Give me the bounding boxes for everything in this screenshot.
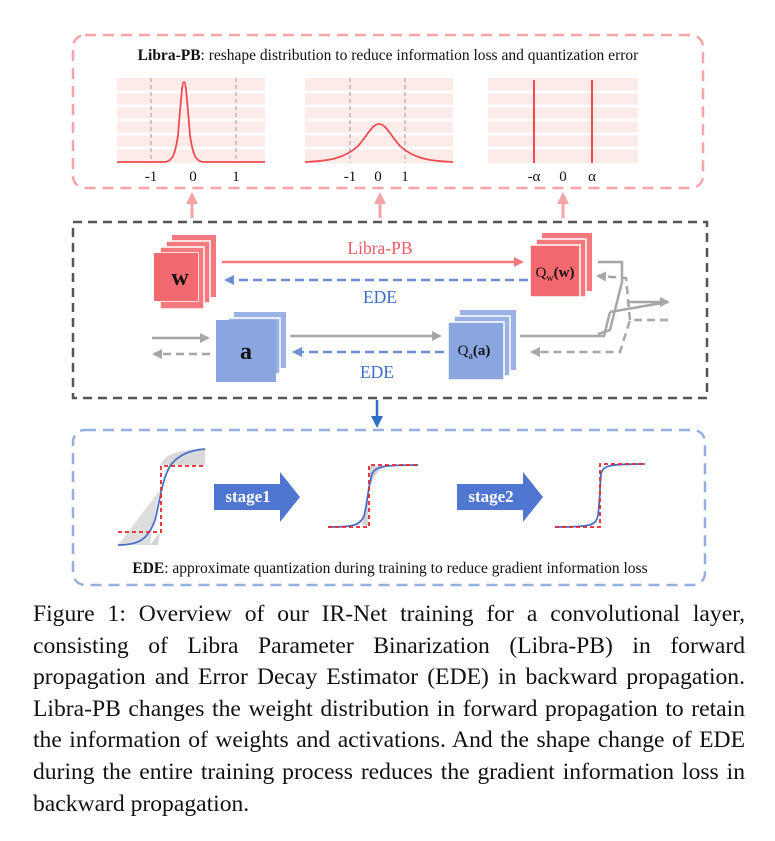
plot3-tick-neg-alpha: -α	[528, 169, 541, 185]
ede-curve-stage2	[554, 463, 646, 528]
libra-pb-arrow-label: Libra-PB	[347, 238, 412, 258]
ede-panel-border	[71, 428, 707, 587]
binarized-distribution-plot: -α 0 α	[488, 78, 638, 185]
weight-label: w	[171, 265, 189, 291]
weight-distribution-plot-original: -1 0 1	[117, 78, 265, 185]
output-backward-path	[530, 318, 668, 357]
qa-to-output-path	[520, 311, 612, 338]
conv-layer-panel: w Qw(w) a Qa(a) Libra-PB EDE	[71, 220, 709, 400]
stage1-label: stage1	[225, 487, 270, 506]
activation-tensor: a	[216, 312, 286, 382]
qw-label: Qw(w)	[536, 265, 575, 284]
libra-pb-title: Libra-PB: reshape distribution to reduce…	[138, 47, 639, 64]
weight-tensor: w	[153, 235, 216, 310]
plot1-tick-1: 1	[232, 169, 240, 185]
figure-caption: Figure 1: Overview of our IR-Net trainin…	[33, 601, 745, 817]
output-forward-path	[597, 260, 669, 336]
plot1-tick-neg1: -1	[145, 169, 158, 185]
libra-pb-title-rest: : reshape distribution to reduce informa…	[201, 47, 640, 64]
libra-pb-panel-border	[71, 33, 705, 190]
activation-label: a	[240, 339, 252, 365]
libra-pb-title-bold: Libra-PB	[138, 47, 201, 64]
output-backward-path-weights	[596, 271, 632, 321]
libra-pb-panel: Libra-PB: reshape distribution to reduce…	[71, 33, 705, 190]
ede-title-bold: EDE	[132, 560, 164, 577]
plot3-tick-0: 0	[559, 169, 567, 185]
balanced-distribution-curve	[304, 123, 454, 163]
plot2-tick-1: 1	[401, 169, 409, 185]
ede-label-weights: EDE	[363, 287, 397, 307]
stage1-arrow: stage1	[214, 472, 300, 522]
quantized-activation-tensor: Qa(a)	[447, 310, 516, 381]
plot2-tick-0: 0	[374, 169, 382, 185]
ede-curve-initial	[117, 448, 206, 546]
plot3-tick-alpha: α	[588, 169, 596, 185]
stage2-label: stage2	[468, 487, 513, 506]
ede-title: EDE: approximate quantization during tra…	[132, 560, 647, 577]
ede-panel: stage1 stage2 EDE: approximate quantizat…	[71, 428, 707, 587]
quantized-weight-tensor: Qw(w)	[529, 233, 592, 298]
conv-layer-panel-border	[71, 220, 709, 400]
plot1-tick-0: 0	[189, 169, 197, 185]
overview-diagram: Libra-PB: reshape distribution to reduce…	[71, 33, 709, 587]
ede-label-activations: EDE	[360, 362, 394, 382]
stage2-arrow: stage2	[457, 472, 543, 522]
weight-distribution-plot-libra: -1 0 1	[304, 78, 454, 185]
plot2-tick-neg1: -1	[344, 169, 357, 185]
qa-label: Qa(a)	[458, 343, 491, 362]
ede-title-rest: : approximate quantization during traini…	[164, 560, 647, 577]
ede-curve-stage1	[327, 464, 419, 528]
peaked-distribution-curve	[117, 81, 265, 163]
